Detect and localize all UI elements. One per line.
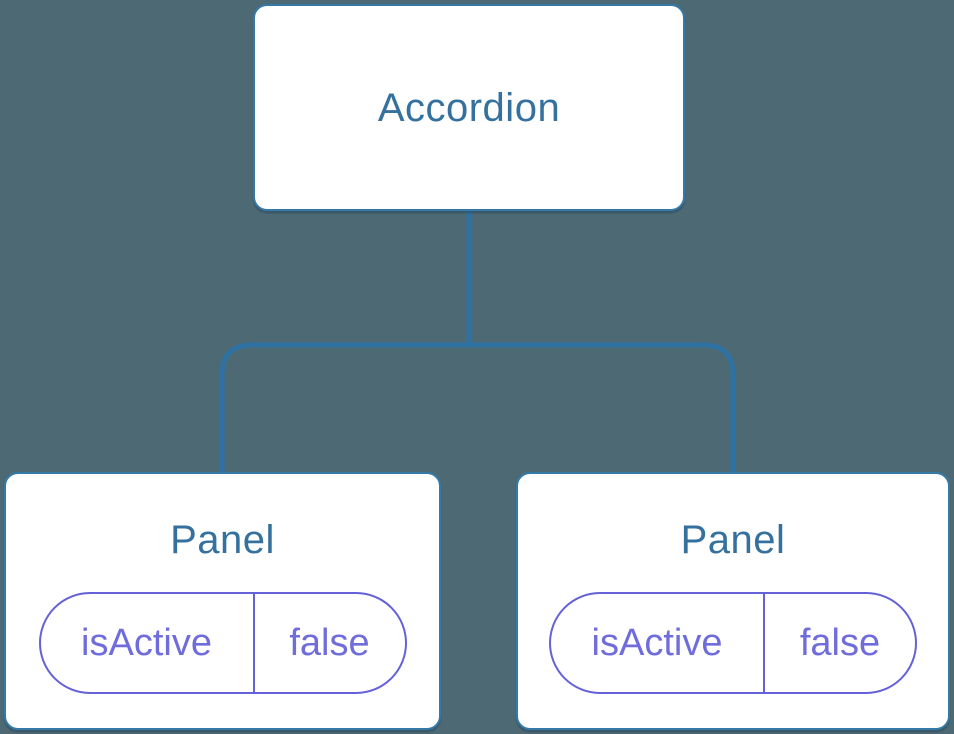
children-bracket-connector bbox=[219, 342, 736, 472]
state-key: isActive bbox=[551, 594, 765, 692]
node-panel-2: Panel isActive false bbox=[516, 472, 950, 730]
node-title: Panel bbox=[170, 518, 275, 562]
state-value: false bbox=[799, 622, 881, 664]
node-accordion: Accordion bbox=[253, 4, 685, 211]
state-key: isActive bbox=[41, 594, 255, 692]
state-pill: isActive false bbox=[549, 592, 917, 694]
node-panel-1: Panel isActive false bbox=[4, 472, 441, 730]
state-pill: isActive false bbox=[38, 592, 407, 694]
node-title: Panel bbox=[680, 518, 786, 562]
node-title: Accordion bbox=[377, 85, 561, 130]
state-value: false bbox=[289, 622, 370, 664]
